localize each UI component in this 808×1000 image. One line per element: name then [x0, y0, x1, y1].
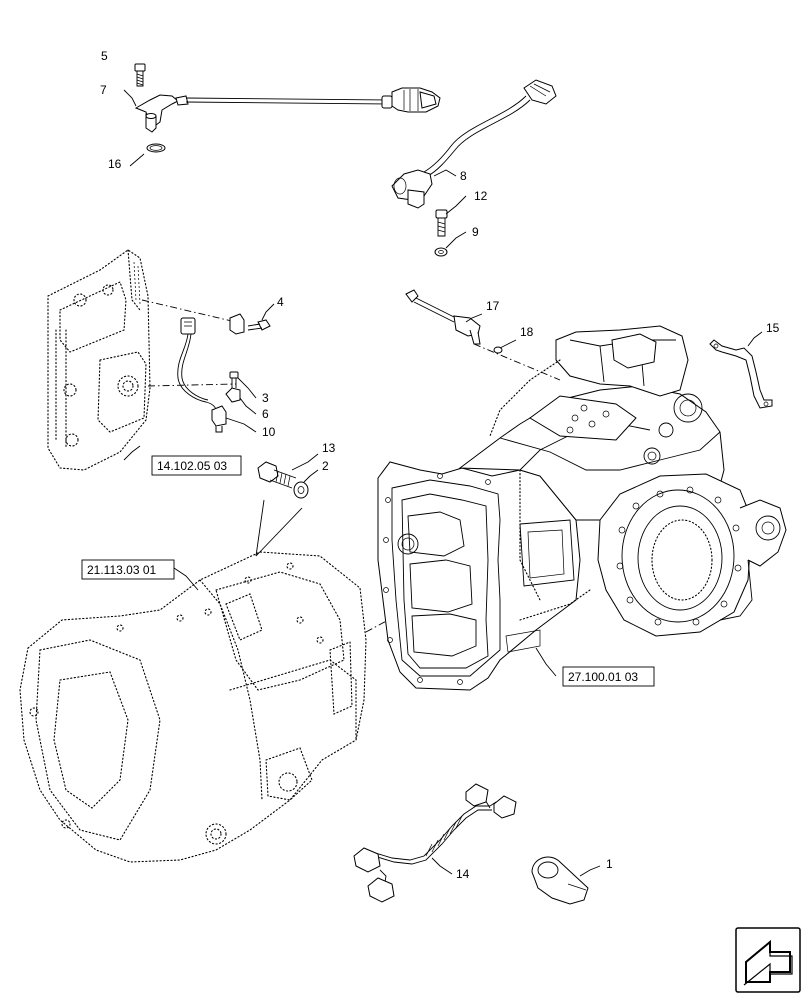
harness-connector-b — [493, 795, 517, 819]
washer-9 — [434, 247, 448, 257]
bolt-3 — [229, 371, 239, 388]
harness-connector-a — [465, 783, 489, 807]
rear-axle-housing — [377, 325, 787, 691]
callout-17: 17 — [486, 299, 500, 313]
clamp-6 — [225, 387, 241, 403]
callout-labels: 5 7 16 8 12 9 4 17 18 15 3 6 10 13 2 14 … — [100, 49, 780, 881]
hydraulic-valve-block — [47, 249, 151, 471]
reference-label-hydraulic-valve: 14.102.05 03 — [157, 459, 227, 473]
reference-box-hydraulic-valve[interactable]: 14.102.05 03 — [151, 455, 242, 476]
sensor-17 — [405, 289, 481, 345]
bolt-12 — [435, 209, 448, 237]
callout-8: 8 — [460, 169, 467, 183]
callout-1: 1 — [606, 857, 613, 871]
o-ring-18 — [493, 346, 503, 354]
reference-label-rear-axle-housing: 27.100.01 03 — [568, 670, 638, 684]
reference-box-rear-axle-housing[interactable]: 27.100.01 03 — [562, 666, 655, 687]
harness-connector-c — [353, 847, 381, 873]
leader-lines — [123, 89, 763, 877]
bracket-15 — [709, 339, 773, 409]
connector-block — [180, 317, 196, 335]
pressure-sensor-assembly — [391, 79, 557, 257]
callout-12: 12 — [474, 189, 488, 203]
transmission-case — [19, 551, 367, 863]
harness-connector-d — [367, 877, 395, 903]
sensor-10 — [211, 405, 227, 433]
callout-10: 10 — [262, 425, 276, 439]
washer-2 — [293, 481, 309, 499]
reference-box-transmission-case[interactable]: 21.113.03 01 — [81, 559, 175, 580]
callout-9: 9 — [472, 225, 479, 239]
callout-7: 7 — [100, 83, 107, 97]
temperature-sensor-assembly — [177, 313, 271, 433]
bracket-clip — [229, 313, 245, 335]
callout-15: 15 — [766, 321, 780, 335]
callout-6: 6 — [262, 407, 269, 421]
callout-2: 2 — [322, 459, 329, 473]
speed-sensor-7 — [134, 94, 189, 133]
next-page-arrow-icon[interactable] — [735, 927, 801, 993]
callout-14: 14 — [456, 867, 470, 881]
callout-18: 18 — [520, 325, 534, 339]
sensor-connector — [381, 87, 441, 113]
sensor-8 — [391, 169, 433, 209]
speed-sensor-assembly — [134, 63, 441, 153]
wiring-harness-14 — [353, 783, 517, 903]
callout-5: 5 — [101, 49, 108, 63]
bolt-4 — [247, 319, 271, 331]
callout-3: 3 — [262, 391, 269, 405]
reference-label-transmission-case: 21.113.03 01 — [87, 563, 157, 577]
bolt-13 — [257, 461, 297, 489]
clamp-1 — [531, 856, 589, 905]
callout-13: 13 — [322, 441, 336, 455]
callout-4: 4 — [277, 295, 284, 309]
harness-connector-8 — [523, 79, 557, 105]
o-ring-16 — [146, 143, 166, 153]
bolt-5 — [134, 63, 146, 87]
callout-16: 16 — [108, 157, 122, 171]
